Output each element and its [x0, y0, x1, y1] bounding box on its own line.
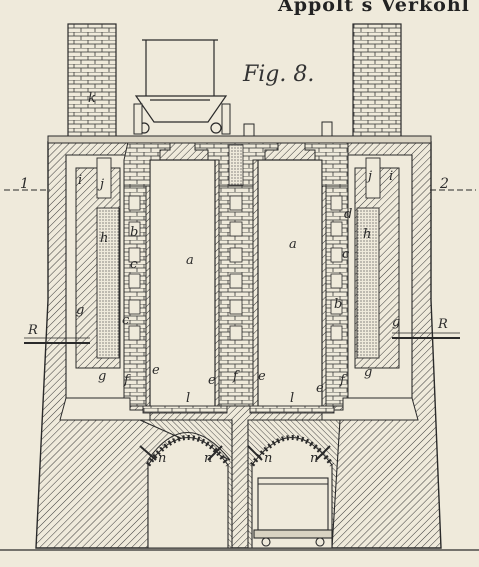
- section-mark-left: 1: [20, 176, 29, 192]
- label-f-2: f: [233, 369, 238, 384]
- label-i-right: i: [389, 169, 394, 184]
- coke-cart: [253, 477, 333, 547]
- retort-wall-ports: [123, 185, 349, 407]
- label-e-2: e: [208, 373, 216, 388]
- label-h-right: h: [363, 227, 372, 242]
- charging-hopper: [134, 39, 228, 134]
- right-chimney: [352, 23, 402, 143]
- section-mark-right: 2: [440, 176, 449, 192]
- label-c-right: c: [342, 247, 350, 262]
- label-c-left: c: [130, 257, 138, 272]
- figure-label: Fig. 8.: [243, 62, 315, 87]
- label-a-right: a: [289, 237, 297, 252]
- label-f-1: f: [124, 373, 129, 388]
- label-j-right: j: [368, 169, 373, 184]
- label-k: k: [88, 91, 96, 106]
- label-n-4: n: [310, 451, 319, 466]
- label-n-2: n: [204, 451, 213, 466]
- label-g-left: g: [76, 303, 85, 318]
- left-chimney: [67, 23, 117, 143]
- label-g-bottom-left: g: [98, 369, 107, 384]
- label-R-right: R: [438, 317, 448, 332]
- label-e-1: e: [152, 363, 160, 378]
- label-l-right: l: [290, 391, 295, 406]
- label-b-right: b: [334, 297, 343, 312]
- label-a-left: a: [186, 253, 194, 268]
- label-e-4: e: [316, 381, 324, 396]
- label-R-left: R: [28, 323, 38, 338]
- label-g-bottom-right: g: [364, 365, 373, 380]
- label-n-3: n: [264, 451, 273, 466]
- label-n-1: n: [158, 451, 167, 466]
- label-d: d: [344, 207, 353, 222]
- label-g-right: g: [392, 315, 401, 330]
- label-f-3: f: [340, 373, 345, 388]
- label-b-left: b: [130, 225, 139, 240]
- label-e-3: e: [258, 369, 266, 384]
- label-i-left: i: [78, 173, 83, 188]
- label-l-left: l: [186, 391, 191, 406]
- label-j-left: j: [100, 177, 105, 192]
- plate-title: Appolt s Verkohl: [278, 0, 470, 16]
- label-h-left: h: [100, 231, 109, 246]
- label-c-lower: c: [122, 313, 130, 328]
- retort-right: [257, 159, 323, 411]
